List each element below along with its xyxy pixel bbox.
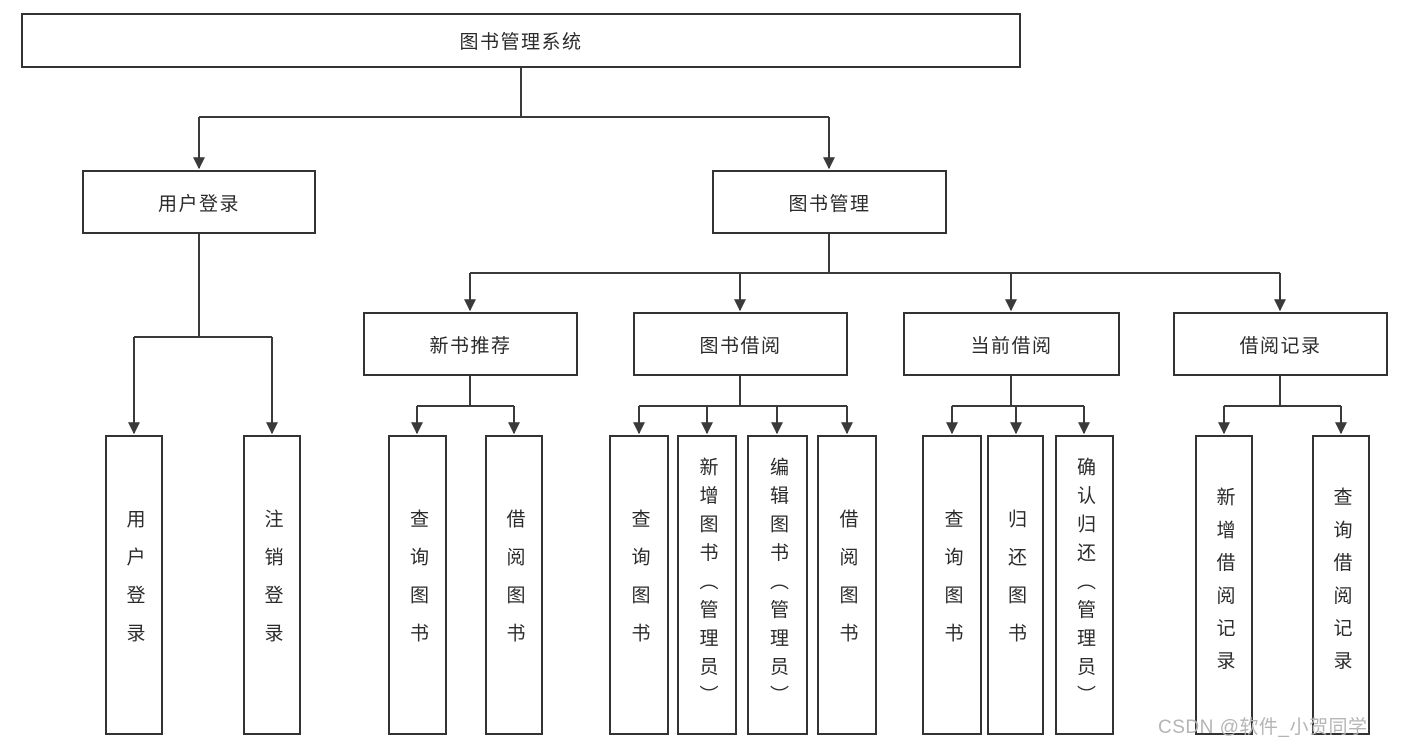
node-nb-query-books-label: 查询图书: [407, 509, 428, 661]
node-new-book-rec-label: 新书推荐: [429, 335, 512, 357]
node-current-borrow-label: 当前借阅: [970, 335, 1053, 357]
node-br-add-record-label: 新增借阅记录: [1213, 486, 1235, 684]
node-leaf-user-login-label: 用户登录: [123, 509, 145, 661]
node-bb-borrow-books: 借阅图书: [817, 435, 877, 735]
node-current-borrow: 当前借阅: [903, 312, 1120, 376]
node-cb-return-books: 归还图书: [987, 435, 1044, 735]
node-root-label: 图书管理系统: [459, 32, 583, 53]
node-new-book-rec: 新书推荐: [363, 312, 578, 376]
node-nb-borrow-books-label: 借阅图书: [503, 509, 525, 661]
node-bb-edit-books-admin: 编辑图书（管理员）: [747, 435, 808, 735]
node-br-add-record: 新增借阅记录: [1195, 435, 1253, 735]
node-book-borrow: 图书借阅: [633, 312, 848, 376]
node-cb-query-books-label: 查询图书: [941, 509, 963, 661]
node-borrow-records-label: 借阅记录: [1239, 335, 1322, 357]
node-bb-query-books-label: 查询图书: [628, 509, 650, 661]
node-user-login-label: 用户登录: [157, 193, 240, 215]
node-borrow-records: 借阅记录: [1173, 312, 1388, 376]
node-leaf-logout-label: 注销登录: [261, 509, 283, 661]
node-bb-query-books: 查询图书: [609, 435, 669, 735]
node-bb-borrow-books-label: 借阅图书: [836, 509, 858, 661]
node-bb-add-books-admin-label: 新增图书（管理员）: [696, 456, 718, 714]
node-book-mgmt: 图书管理: [712, 170, 947, 234]
node-bb-edit-books-admin-label: 编辑图书（管理员）: [767, 456, 788, 714]
node-br-query-record: 查询借阅记录: [1312, 435, 1370, 735]
node-leaf-user-login: 用户登录: [105, 435, 163, 735]
node-book-borrow-label: 图书借阅: [699, 335, 782, 357]
node-leaf-logout: 注销登录: [243, 435, 301, 735]
node-book-mgmt-label: 图书管理: [788, 193, 871, 215]
node-cb-confirm-return-admin-label: 确认归还（管理员）: [1074, 456, 1095, 714]
node-nb-query-books: 查询图书: [388, 435, 447, 735]
csdn-watermark: CSDN @软件_小贺同学: [1158, 717, 1368, 738]
node-user-login: 用户登录: [82, 170, 316, 234]
node-nb-borrow-books: 借阅图书: [485, 435, 543, 735]
node-bb-add-books-admin: 新增图书（管理员）: [677, 435, 737, 735]
node-cb-return-books-label: 归还图书: [1005, 509, 1026, 661]
node-cb-confirm-return-admin: 确认归还（管理员）: [1055, 435, 1114, 735]
node-cb-query-books: 查询图书: [922, 435, 982, 735]
node-br-query-record-label: 查询借阅记录: [1330, 486, 1352, 684]
node-root: 图书管理系统: [21, 13, 1021, 68]
